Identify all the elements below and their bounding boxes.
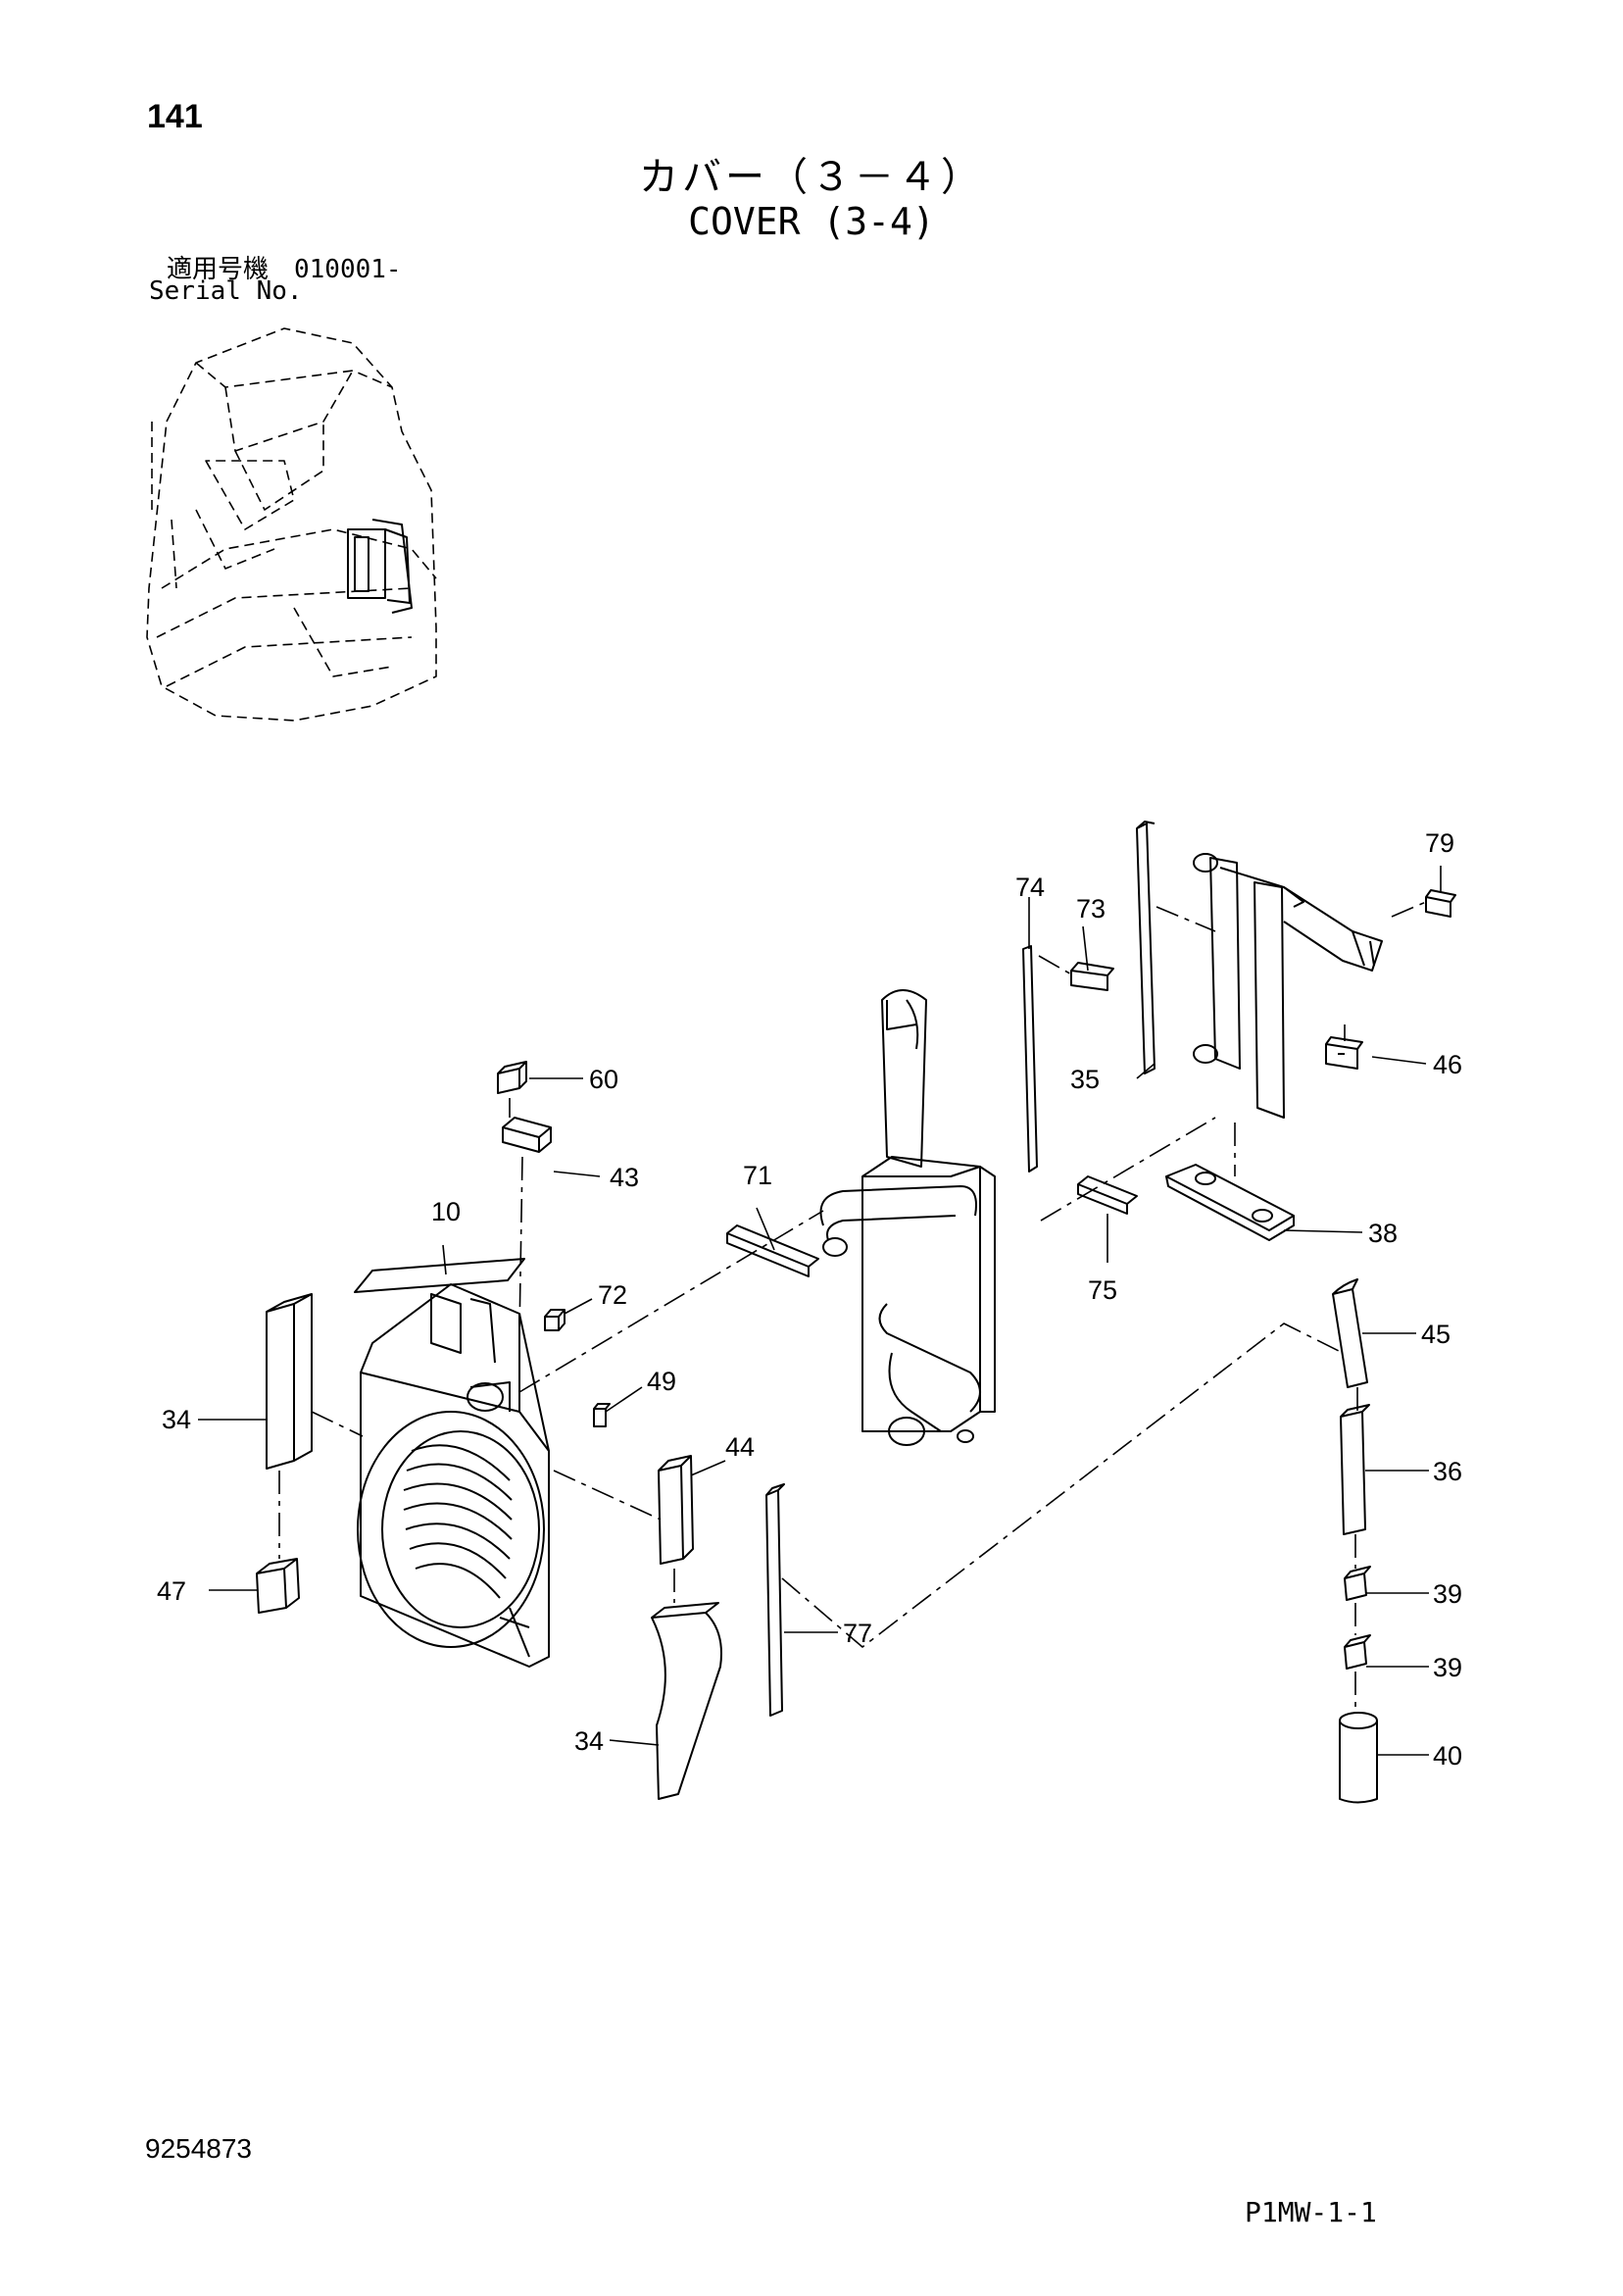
callout-74: 74 (1015, 873, 1045, 902)
sheet-code: P1MW-1-1 (1245, 2196, 1377, 2228)
machine-location-inset (146, 327, 437, 722)
callout-34-second: 34 (574, 1726, 604, 1756)
callout-71: 71 (743, 1161, 772, 1190)
callout-45: 45 (1421, 1320, 1451, 1349)
callout-72: 72 (598, 1280, 627, 1310)
support-bracket (1193, 853, 1383, 1119)
callout-43: 43 (610, 1163, 639, 1192)
callout-36: 36 (1433, 1457, 1462, 1486)
callout-10: 10 (431, 1197, 461, 1226)
callout-34: 34 (162, 1405, 191, 1434)
document-number: 9254873 (145, 2133, 253, 2164)
callout-73: 73 (1076, 894, 1106, 923)
callout-44: 44 (725, 1432, 755, 1462)
serial-label-english: Serial No. (149, 276, 303, 306)
callout-38: 38 (1368, 1219, 1398, 1248)
page-number: 141 (147, 98, 203, 135)
title-japanese: カバー（３－４） (639, 155, 984, 200)
leader-lines (198, 866, 1442, 1756)
callout-75: 75 (1088, 1275, 1117, 1305)
callout-77: 77 (843, 1619, 872, 1648)
callout-labels: 79 74 73 46 35 60 71 43 38 10 75 72 45 4… (157, 828, 1462, 1771)
bracket-38 (1165, 1164, 1295, 1241)
assembly-lines (278, 901, 1427, 1711)
callout-35: 35 (1070, 1065, 1100, 1094)
callout-79: 79 (1425, 828, 1454, 858)
callout-40: 40 (1433, 1741, 1462, 1771)
callout-39-second: 39 (1433, 1653, 1462, 1682)
seal-plate-10 (354, 1258, 525, 1293)
callout-47: 47 (157, 1576, 186, 1606)
callout-46: 46 (1433, 1050, 1462, 1079)
callout-60: 60 (589, 1065, 618, 1094)
title-english: COVER (3-4) (688, 200, 935, 243)
highlighted-part-inset (347, 519, 413, 614)
callout-39: 39 (1433, 1579, 1462, 1609)
radiator (819, 989, 996, 1446)
callout-49: 49 (647, 1367, 676, 1396)
serial-label-japanese: 適用号機 010001- (167, 255, 402, 284)
fan-shroud (357, 1283, 550, 1668)
part-blocks (256, 821, 1456, 1804)
